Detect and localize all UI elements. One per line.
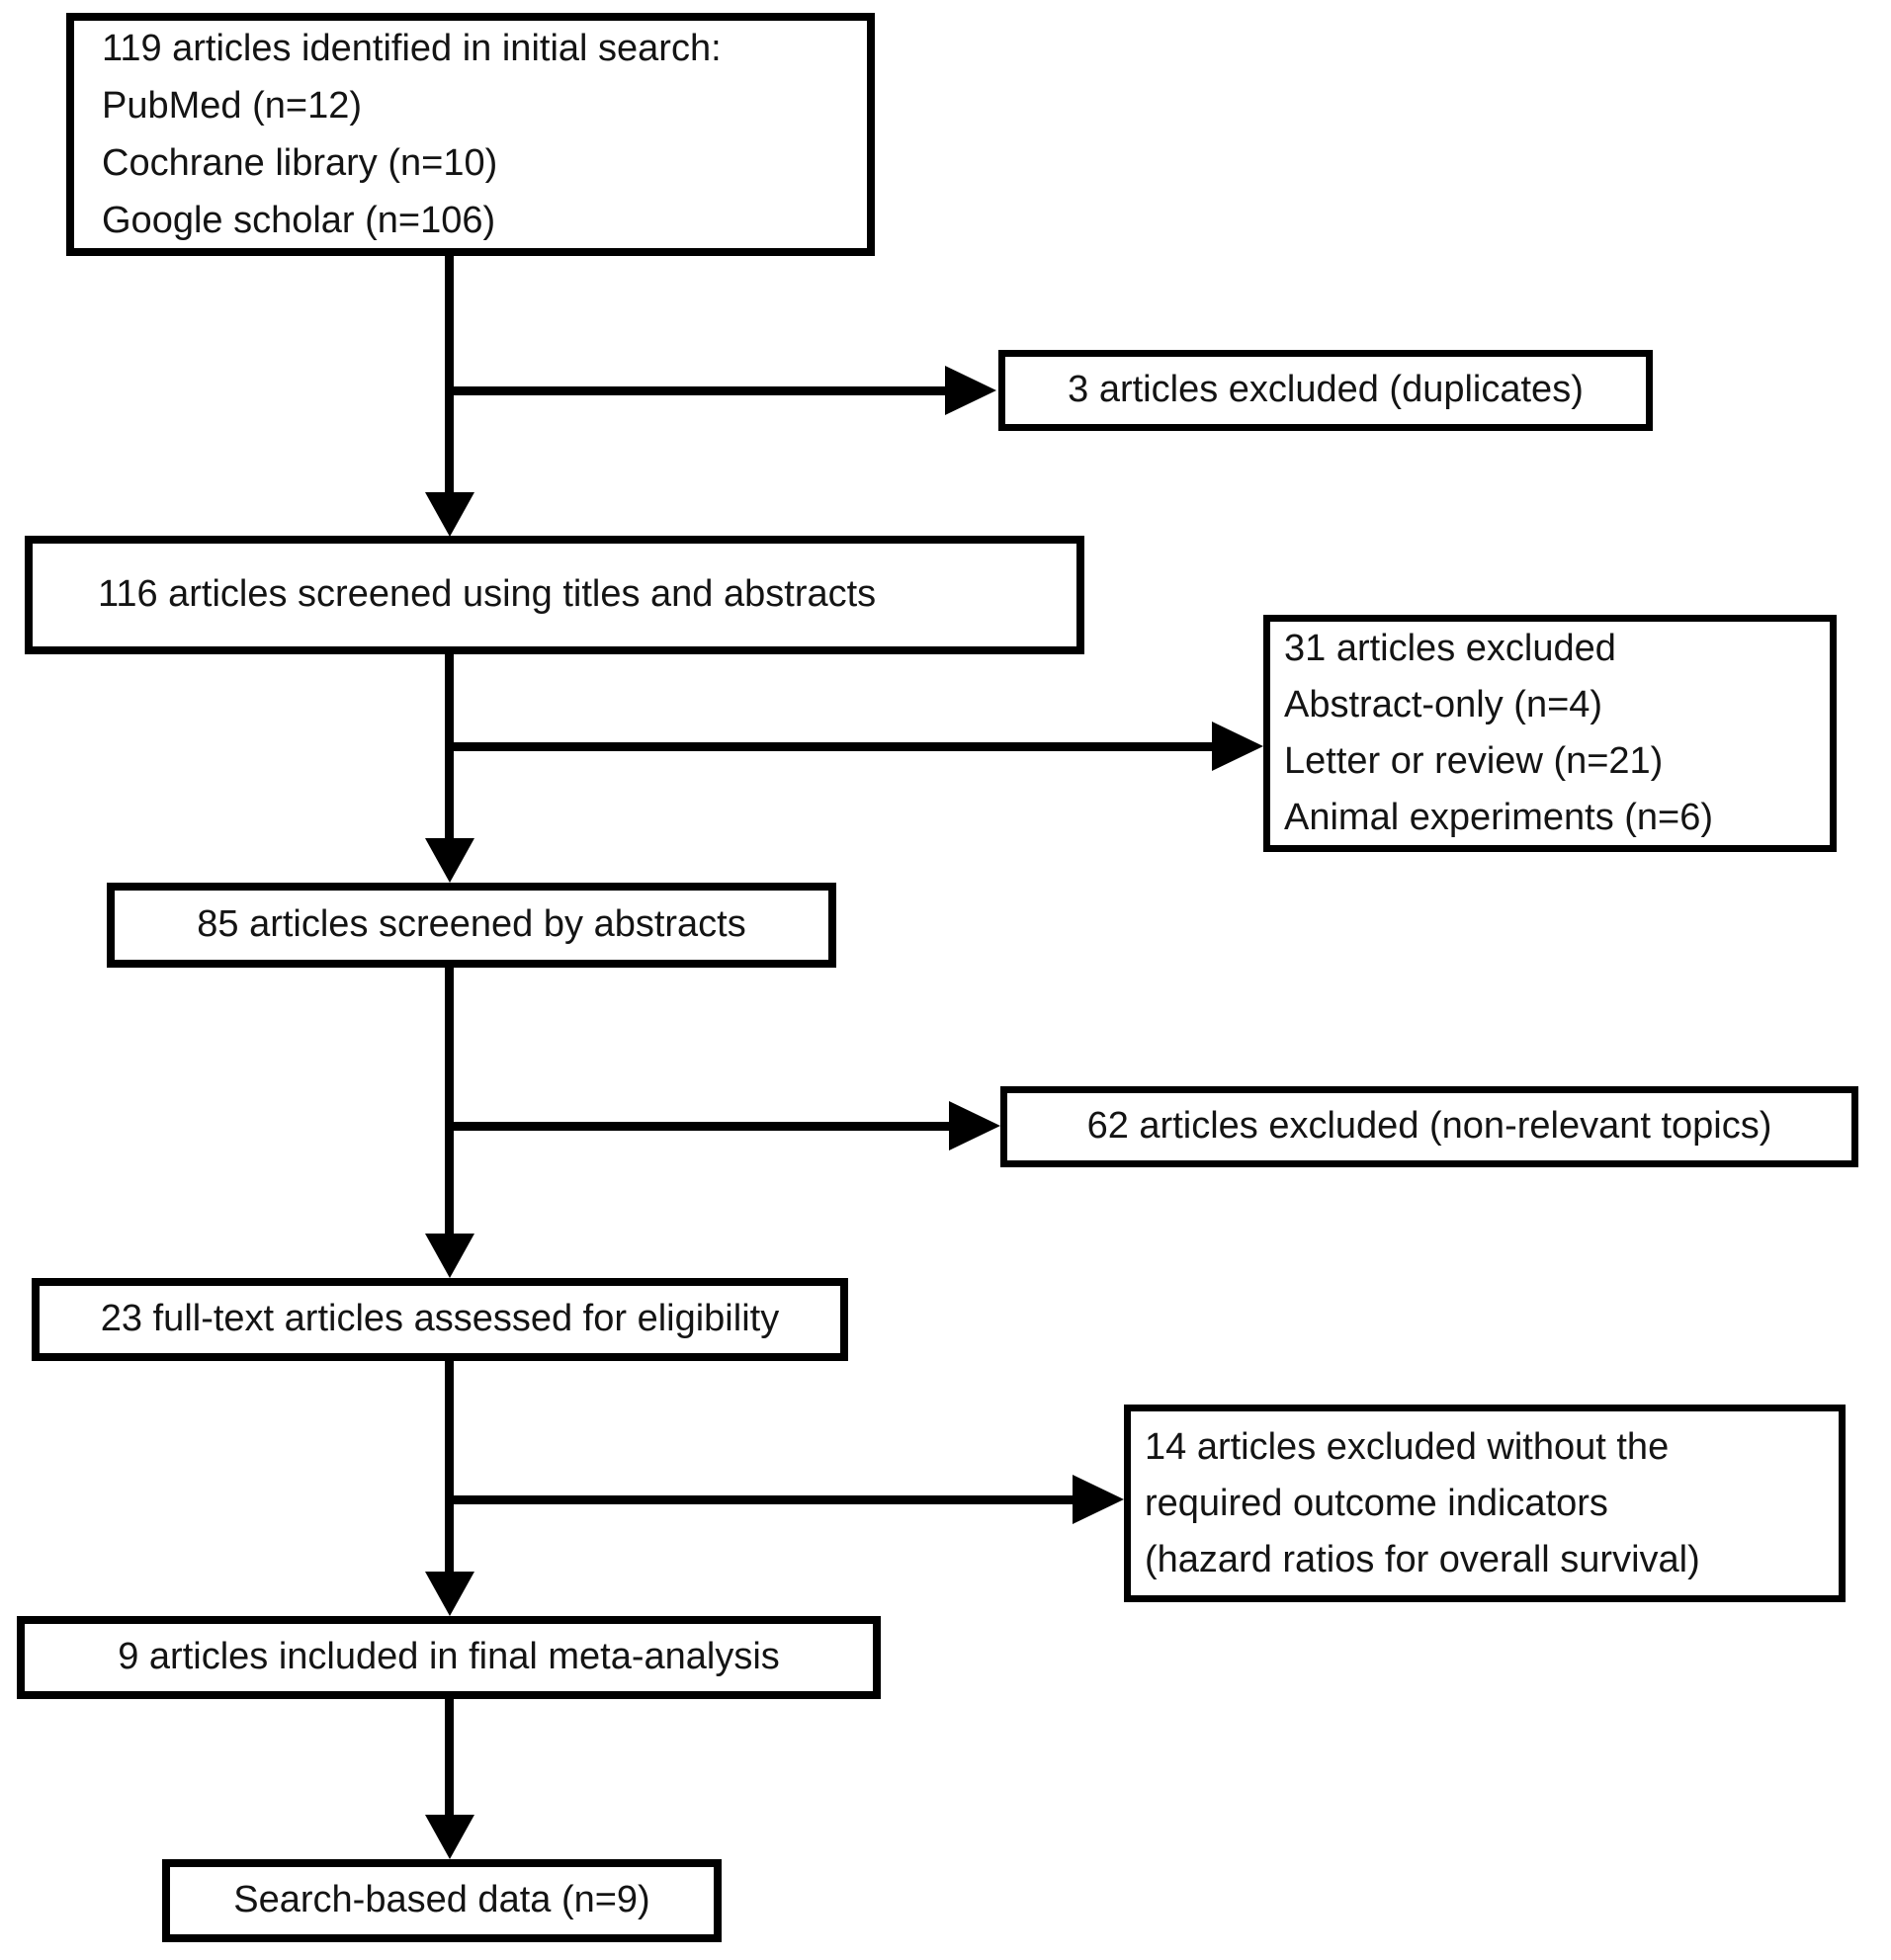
arrowhead-down-icon xyxy=(425,1815,474,1859)
excluded-topics-text: 62 articles excluded (non-relevant topic… xyxy=(1086,1105,1772,1148)
flow-box-excluded-screening: 31 articles excluded Abstract-only (n=4)… xyxy=(1263,615,1837,852)
included-meta-text: 9 articles included in final meta-analys… xyxy=(118,1636,780,1678)
flow-box-screened-abstracts: 85 articles screened by abstracts xyxy=(107,883,836,968)
fulltext-assessed-text: 23 full-text articles assessed for eligi… xyxy=(100,1298,780,1340)
connector-to-excluded-screening xyxy=(449,742,1215,751)
arrowhead-right-icon xyxy=(945,366,996,415)
excluded-screening-line-3: Letter or review (n=21) xyxy=(1284,740,1664,782)
flow-box-included-meta-analysis: 9 articles included in final meta-analys… xyxy=(17,1616,881,1699)
arrowhead-down-icon xyxy=(425,492,474,537)
flow-box-excluded-duplicates: 3 articles excluded (duplicates) xyxy=(998,350,1653,431)
excluded-outcomes-line-3: (hazard ratios for overall survival) xyxy=(1145,1538,1700,1580)
screened-titles-text: 116 articles screened using titles and a… xyxy=(98,573,877,616)
connector-to-excluded-topics xyxy=(449,1122,951,1131)
excluded-outcomes-line-2: required outcome indicators xyxy=(1145,1482,1608,1524)
flow-box-screened-titles: 116 articles screened using titles and a… xyxy=(25,536,1084,654)
identified-line-4: Google scholar (n=106) xyxy=(102,200,496,241)
connector-to-excluded-duplicates xyxy=(449,386,949,395)
excluded-screening-line-2: Abstract-only (n=4) xyxy=(1284,684,1603,725)
connector-identified-to-screened-titles xyxy=(445,254,454,497)
final-data-text: Search-based data (n=9) xyxy=(233,1879,650,1921)
arrowhead-right-icon xyxy=(1212,722,1263,771)
arrowhead-down-icon xyxy=(425,838,474,883)
identified-line-1: 119 articles identified in initial searc… xyxy=(102,28,722,69)
flow-box-fulltext-assessed: 23 full-text articles assessed for eligi… xyxy=(32,1278,848,1361)
arrowhead-down-icon xyxy=(425,1234,474,1278)
connector-included-to-final xyxy=(445,1697,454,1816)
identified-line-3: Cochrane library (n=10) xyxy=(102,142,498,184)
excluded-duplicates-text: 3 articles excluded (duplicates) xyxy=(1068,369,1584,411)
connector-screened-abstracts-to-fulltext xyxy=(445,966,454,1235)
flow-box-excluded-topics: 62 articles excluded (non-relevant topic… xyxy=(1000,1086,1858,1167)
connector-fulltext-to-included xyxy=(445,1359,454,1574)
screened-abstracts-text: 85 articles screened by abstracts xyxy=(197,903,746,946)
excluded-screening-line-4: Animal experiments (n=6) xyxy=(1284,797,1714,838)
arrowhead-right-icon xyxy=(1073,1475,1124,1524)
identified-line-2: PubMed (n=12) xyxy=(102,85,362,127)
excluded-outcomes-line-1: 14 articles excluded without the xyxy=(1145,1425,1670,1468)
connector-to-excluded-outcomes xyxy=(449,1495,1073,1504)
flow-box-search-based-data: Search-based data (n=9) xyxy=(162,1859,722,1942)
flow-box-identified-articles: 119 articles identified in initial searc… xyxy=(66,13,875,256)
arrowhead-down-icon xyxy=(425,1572,474,1616)
flow-box-excluded-outcomes: 14 articles excluded without the require… xyxy=(1124,1405,1846,1602)
arrowhead-right-icon xyxy=(949,1101,1000,1150)
excluded-screening-line-1: 31 articles excluded xyxy=(1284,628,1616,669)
